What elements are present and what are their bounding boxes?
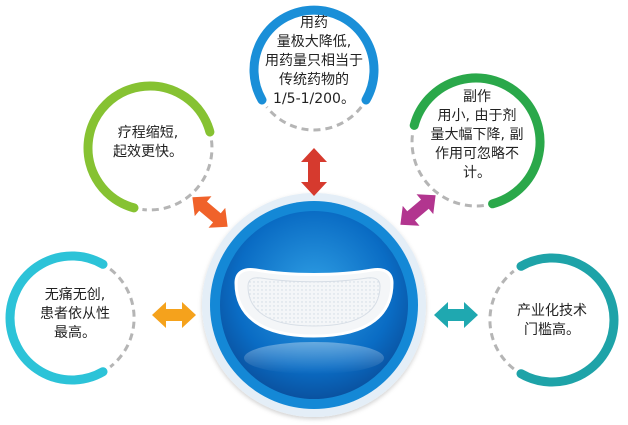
callout-line: 无痛无创, bbox=[44, 287, 106, 303]
callout-disc bbox=[260, 16, 368, 124]
callout-text-upper-left: 疗程缩短, 起效更快。 bbox=[88, 124, 208, 162]
callout-line: 1/5-1/200。 bbox=[273, 91, 355, 107]
ring-solid-arc bbox=[409, 73, 545, 209]
callout-line: 用药量只相当于 bbox=[265, 53, 363, 69]
callout-text-lower-right: 产业化技术门槛高。 bbox=[496, 302, 608, 340]
double-arrow-upper-right bbox=[400, 194, 436, 226]
callout-line: 疗程缩短, bbox=[117, 125, 179, 141]
callout-disc bbox=[94, 92, 206, 204]
center-core bbox=[202, 193, 426, 417]
ring-dashed-arc bbox=[142, 140, 214, 212]
callout-ring-top bbox=[249, 5, 379, 132]
callout-text-lower-left: 无痛无创, 患者依从性最高。 bbox=[10, 286, 140, 343]
callout-ring-lower-right bbox=[488, 253, 619, 387]
callout-ring-upper-right bbox=[409, 73, 545, 209]
callout-line: 计。 bbox=[463, 165, 491, 181]
ring-solid-arc bbox=[249, 5, 379, 105]
callout-text-upper-right: 副作用小, 由于剂量大幅下降, 副作用可忽略不计。 bbox=[405, 88, 549, 183]
ring-solid-arc bbox=[83, 81, 215, 213]
callout-ring-lower-left bbox=[5, 251, 136, 385]
callout-disc bbox=[496, 264, 608, 376]
patch-illustration bbox=[234, 268, 394, 338]
callout-disc bbox=[16, 262, 128, 374]
ring-dashed-arc bbox=[265, 105, 363, 132]
callout-line: 门槛高。 bbox=[524, 322, 580, 338]
callout-line: 用药 bbox=[300, 15, 328, 31]
ring-dashed-arc bbox=[109, 267, 136, 369]
callout-line: 作用可忽略不 bbox=[435, 146, 519, 162]
callout-line: 产业化技术 bbox=[517, 303, 587, 319]
double-arrow-lower-right bbox=[434, 302, 478, 328]
callout-disc bbox=[418, 84, 534, 200]
callout-line: 用小, 由于剂 bbox=[437, 108, 517, 124]
ring-dashed-arc bbox=[410, 134, 484, 208]
callout-line: 副作 bbox=[463, 89, 491, 105]
callout-line: 传统药物的 bbox=[279, 72, 349, 88]
callout-line: 量大幅下降, 副 bbox=[430, 127, 524, 143]
callout-ring-upper-left bbox=[83, 81, 215, 213]
ring-solid-arc bbox=[516, 253, 619, 387]
double-arrow-lower-left bbox=[152, 302, 196, 328]
double-arrow-top bbox=[301, 148, 327, 196]
double-arrow-upper-left bbox=[192, 196, 228, 228]
callout-line: 起效更快。 bbox=[113, 144, 183, 160]
ring-solid-arc bbox=[5, 251, 108, 385]
ring-dashed-arc bbox=[488, 269, 515, 371]
callout-text-top: 用药量极大降低, 用药量只相当于传统药物的 1/5-1/200。 bbox=[233, 14, 395, 109]
callout-line: 量极大降低, bbox=[276, 34, 352, 50]
callout-line: 最高。 bbox=[54, 325, 96, 341]
callout-line: 患者依从性 bbox=[40, 306, 110, 322]
